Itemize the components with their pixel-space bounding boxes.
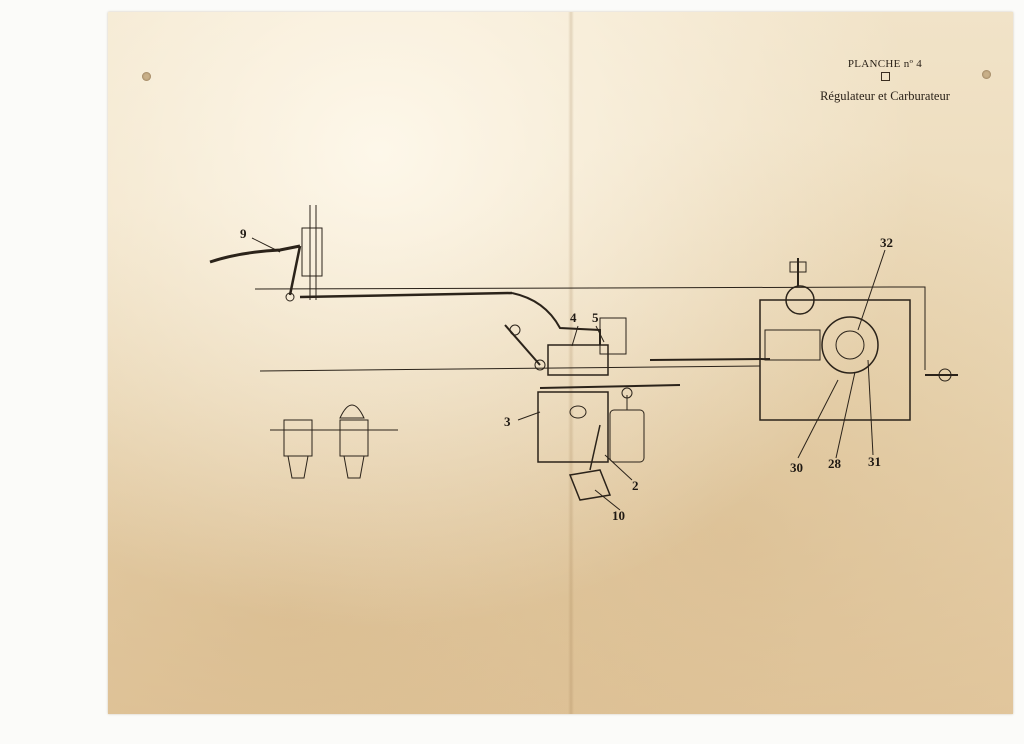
float-cap [621,387,633,399]
callout-9: 9 [240,226,247,241]
leader-28 [835,371,856,459]
leader-2 [604,454,633,481]
throttle-housing [599,317,627,355]
link-pivot-1 [509,324,521,336]
plate-title: Régulateur et Carburateur [820,89,950,103]
governor-bracket [905,286,926,370]
bell-crank [511,292,601,345]
square-ornament-icon [880,72,890,81]
link-pivot-2 [534,359,546,371]
control-rod [299,291,513,299]
filter-right-bowl [343,455,365,479]
callout-31: 31 [868,454,881,469]
air-intake-10 [568,469,612,501]
plate-number: PLANCHE nº 4 [847,58,923,70]
callout-5: 5 [592,310,599,325]
oiler-cup [789,261,807,273]
leader-10 [594,489,621,511]
callout-10: 10 [612,508,625,523]
leader-31 [867,359,874,456]
callout-32: 32 [880,235,893,250]
upper-rod-line [254,286,906,290]
throttle-body [547,344,609,376]
adjust-knob [938,368,952,382]
carburettor-body [537,391,609,463]
carb-valve [569,405,587,419]
governor-rod [649,358,771,361]
governor-hub [835,330,865,360]
callout-30: 30 [790,460,803,475]
center-fold [568,12,574,714]
callout-4: 4 [570,310,577,325]
filter-left-bowl [287,455,309,479]
pedal-arm [288,245,302,296]
carb-mounting-rod [539,384,681,389]
pedal-pivot [285,292,295,302]
document-page [108,12,1013,714]
governor-weights [821,316,879,374]
filter-left-body [283,419,313,457]
binding-hole-right [982,70,991,79]
intake-arm [589,424,601,471]
callout-2: 2 [632,478,639,493]
leader-30 [797,379,839,459]
leader-5 [595,325,605,343]
leader-3 [517,411,541,421]
leader-9 [251,237,281,253]
leader-32 [857,249,886,331]
governor-housing [759,299,911,421]
filter-right-cap [339,404,365,419]
filter-right-body [339,419,369,457]
pedal-bracket [301,227,323,277]
lower-rod-line [259,365,761,372]
link-arm [504,324,541,366]
governor-gear [785,285,815,315]
pedal-lever [209,244,301,264]
plate-title-block: PLANCHE nº 4 Régulateur et Carburateur [760,58,1010,104]
governor-shaft-housing [764,329,821,361]
callout-28: 28 [828,456,842,471]
binding-hole-left [142,72,151,81]
leader-4 [571,325,579,347]
callout-3: 3 [504,414,511,429]
float-chamber [609,409,645,463]
